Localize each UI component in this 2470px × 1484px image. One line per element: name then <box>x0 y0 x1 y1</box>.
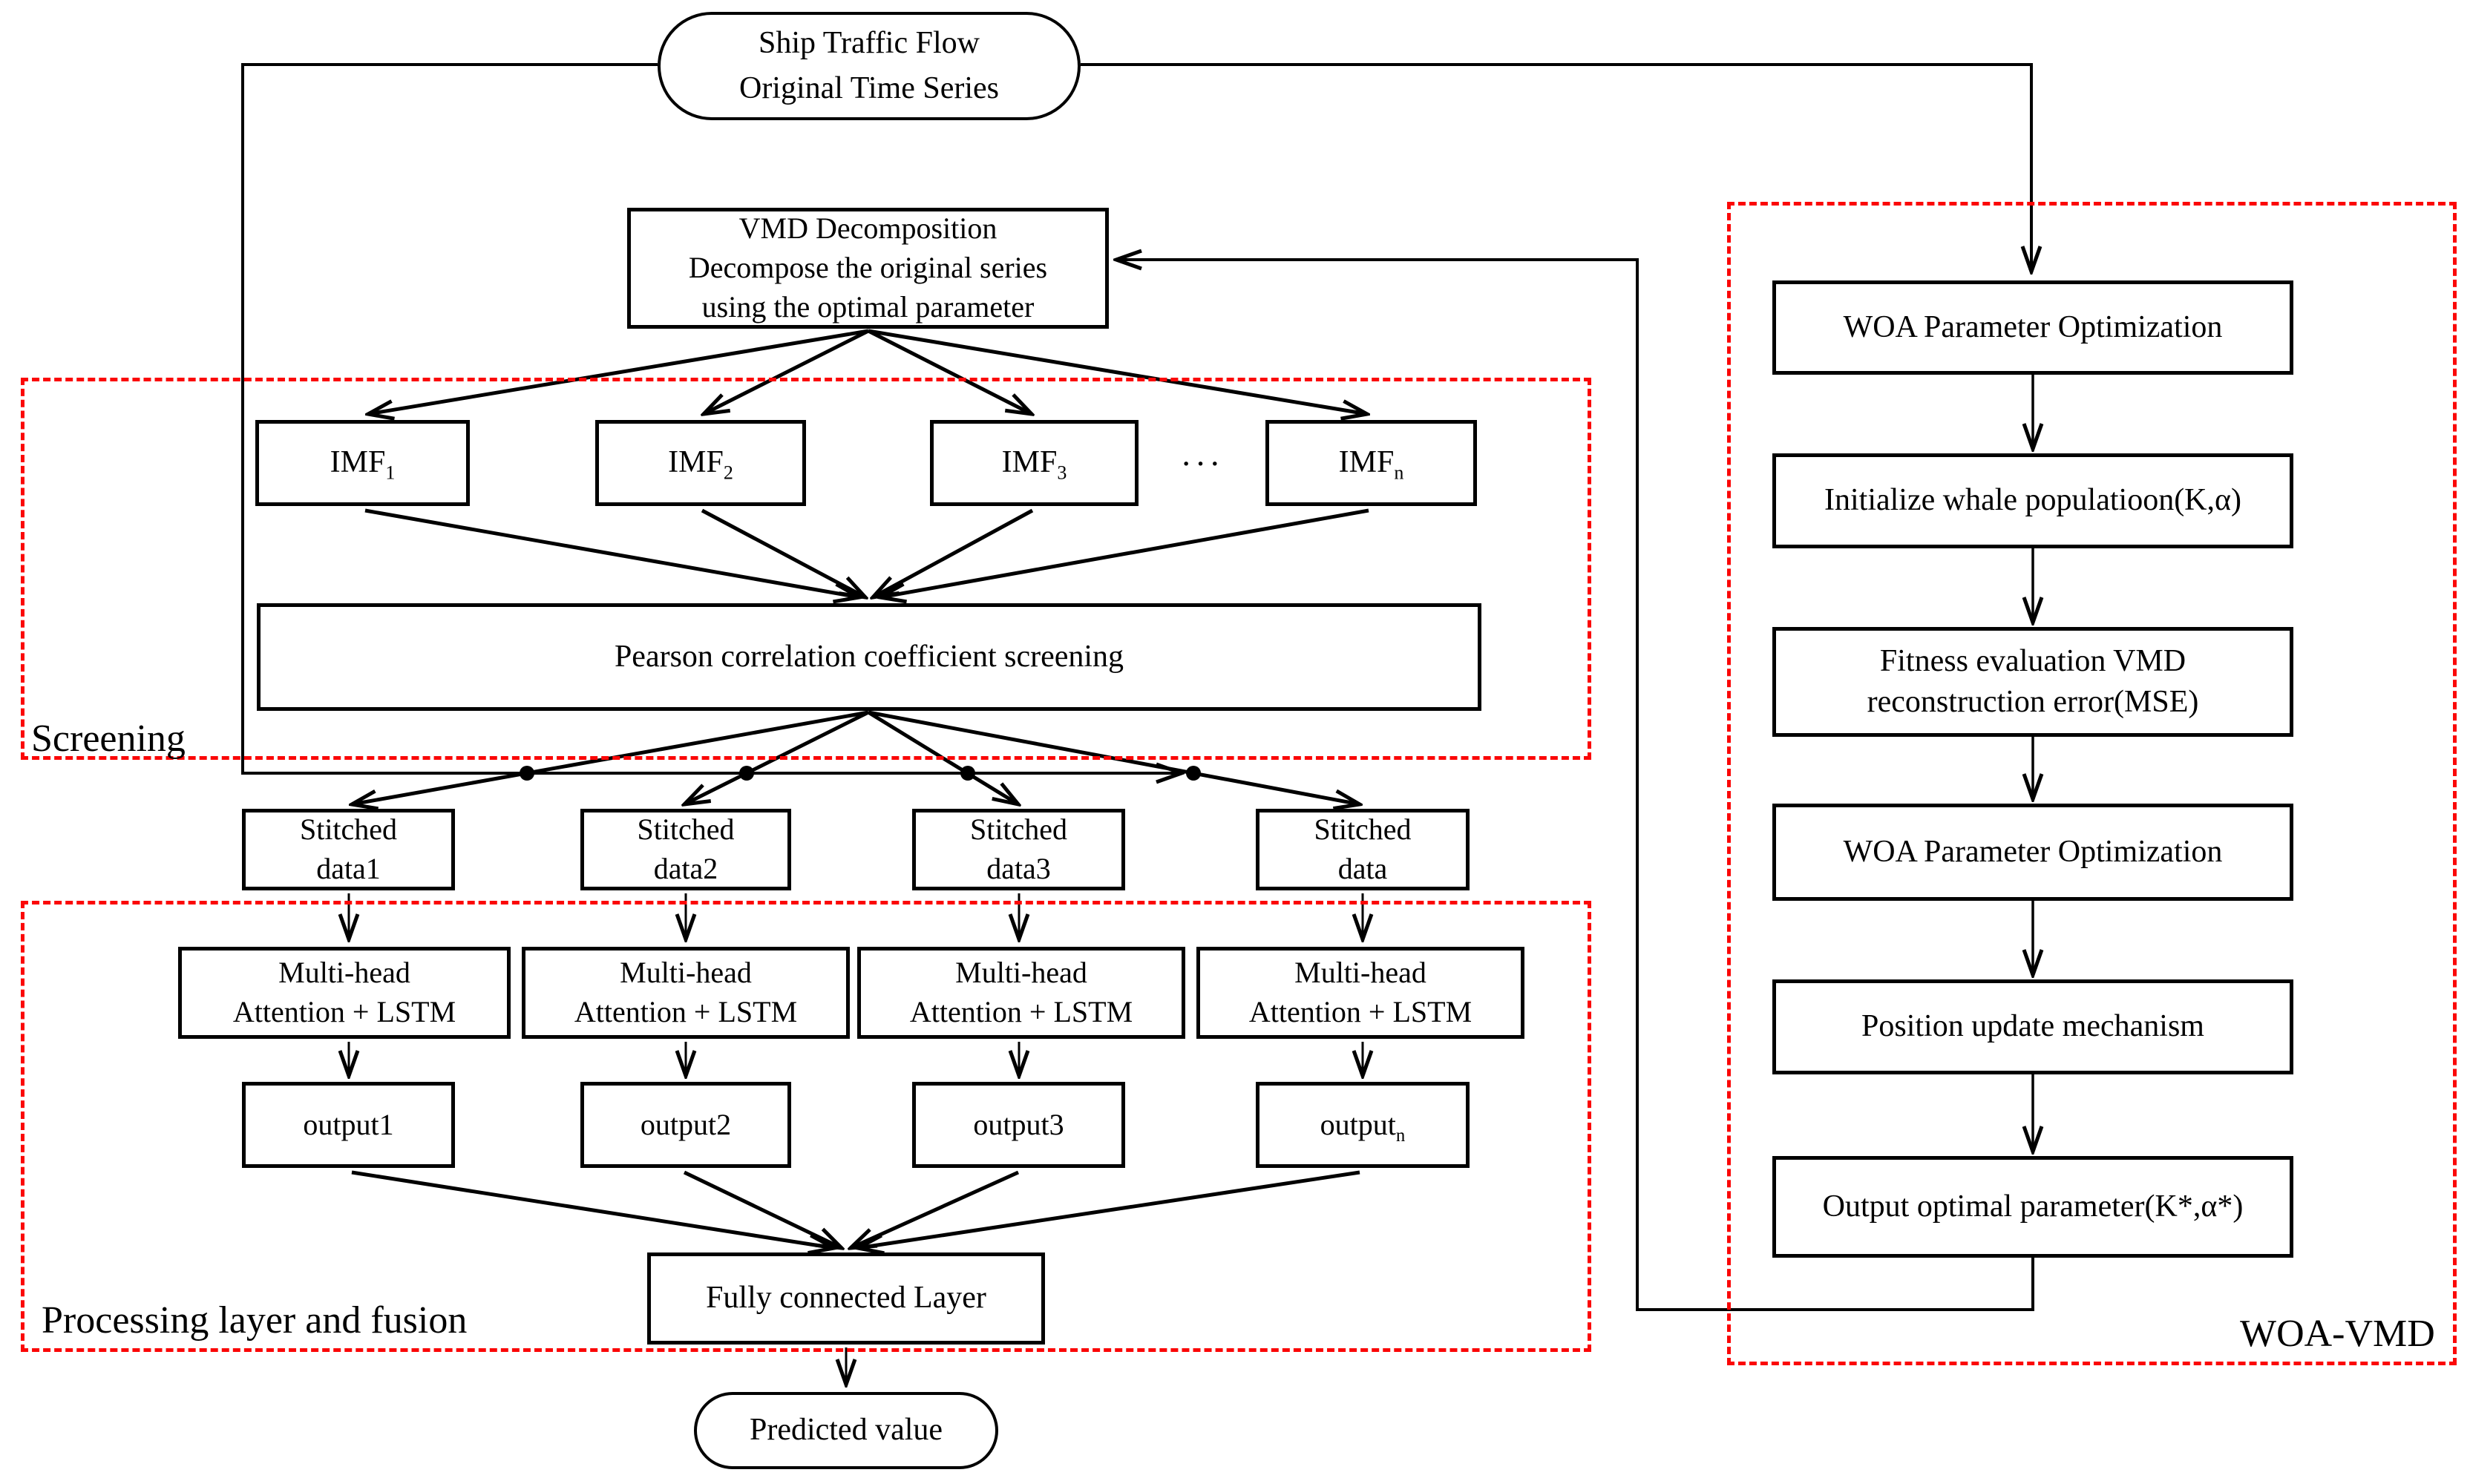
source-node: Ship Traffic Flow Original Time Series <box>658 12 1081 120</box>
imf-node-1-label: IMF1 <box>330 445 396 484</box>
imf-node-2-label: IMF2 <box>668 445 733 484</box>
output-node-n-label: outputn <box>1320 1107 1406 1146</box>
woa-step-2: Initialize whale populatioon(K,α) <box>1772 453 2293 548</box>
predicted-node-label: Predicted value <box>749 1413 943 1448</box>
woa-step-4: WOA Parameter Optimization <box>1772 804 2293 901</box>
woa-step-5: Position update mechanism <box>1772 979 2293 1074</box>
imf-ellipsis: ··· <box>1180 444 1224 482</box>
junction-dots <box>520 766 1201 781</box>
vmd-node: VMD Decomposition Decompose the original… <box>627 208 1109 329</box>
woa-vmd-region <box>1727 202 2457 1365</box>
attention-node-3: Multi-head Attention + LSTM <box>857 947 1185 1039</box>
output-node-3: output3 <box>912 1082 1125 1168</box>
fc-node: Fully connected Layer <box>647 1252 1045 1345</box>
imf-node-2: IMF2 <box>595 420 806 506</box>
woa-step-6: Output optimal parameter(K*,α*) <box>1772 1156 2293 1258</box>
output-node-1: output1 <box>242 1082 455 1168</box>
screening-region-label: Screening <box>31 718 186 760</box>
predicted-node: Predicted value <box>694 1392 998 1469</box>
imf-node-1: IMF1 <box>255 420 470 506</box>
attention-node-2: Multi-head Attention + LSTM <box>522 947 850 1039</box>
attention-node-1: Multi-head Attention + LSTM <box>178 947 511 1039</box>
pearson-node: Pearson correlation coefficient screenin… <box>257 603 1481 711</box>
screening-region <box>21 378 1591 760</box>
imf-node-3: IMF3 <box>930 420 1139 506</box>
stitched-node-1: Stitched data1 <box>242 809 455 890</box>
attention-node-4: Multi-head Attention + LSTM <box>1196 947 1524 1039</box>
vmd-to-imf-arrows <box>368 329 1367 414</box>
vmd-node-line3: using the optimal parameter <box>701 289 1035 324</box>
fc-node-label: Fully connected Layer <box>706 1281 986 1316</box>
imf-node-n-label: IMFn <box>1338 445 1404 484</box>
vmd-node-line1: VMD Decomposition <box>738 211 998 246</box>
output-to-fc-arrows <box>351 1170 1360 1248</box>
imf-node-3-label: IMF3 <box>1001 445 1067 484</box>
source-node-line1: Ship Traffic Flow <box>759 26 980 61</box>
woa-feedback-wire <box>1116 260 2034 1311</box>
stitched-node-2: Stitched data2 <box>580 809 791 890</box>
processing-region <box>21 901 1591 1352</box>
output-node-1-label: output1 <box>303 1107 394 1141</box>
source-node-line2: Original Time Series <box>738 71 999 105</box>
processing-region-label: Processing layer and fusion <box>42 1299 468 1342</box>
source-to-junction-wire <box>241 63 1182 773</box>
woa-step-3: Fitness evaluation VMD reconstruction er… <box>1772 627 2293 737</box>
output-node-3-label: output3 <box>973 1107 1064 1141</box>
pearson-node-label: Pearson correlation coefficient screenin… <box>614 639 1124 674</box>
output-node-2: output2 <box>580 1082 791 1168</box>
stitched-node-3: Stitched data3 <box>912 809 1125 890</box>
imf-to-pearson-arrows <box>364 508 1369 597</box>
stitched-node-4: Stitched data <box>1256 809 1470 890</box>
vmd-node-line2: Decompose the original series <box>688 251 1048 285</box>
output-node-n: outputn <box>1256 1082 1470 1168</box>
output-node-2-label: output2 <box>640 1107 732 1141</box>
attention-to-output-arrows <box>349 1042 1363 1076</box>
woa-step-1: WOA Parameter Optimization <box>1772 280 2293 375</box>
imf-node-n: IMFn <box>1265 420 1477 506</box>
woa-vmd-region-label: WOA-VMD <box>2240 1313 2435 1355</box>
